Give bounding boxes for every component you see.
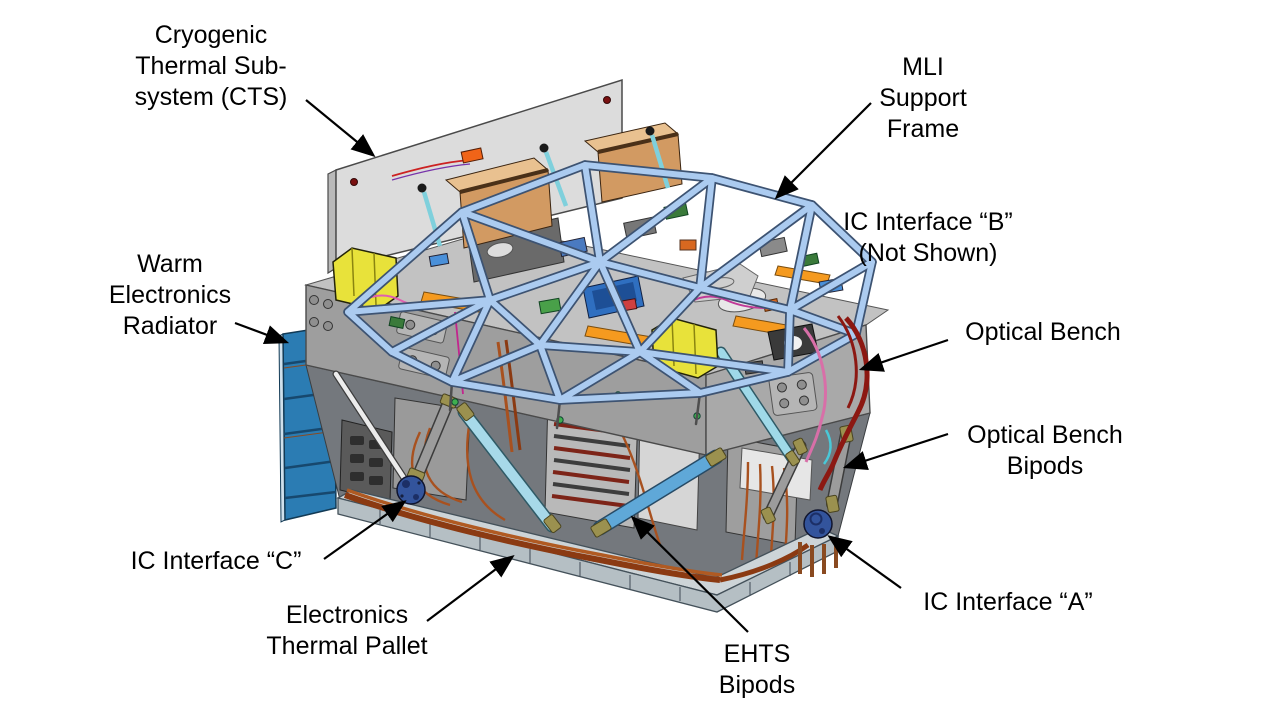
instrument-block xyxy=(486,242,514,258)
arrow-optical-bench-bipods xyxy=(842,432,949,470)
arrow-wer xyxy=(234,321,290,344)
label-line: Support xyxy=(879,84,967,112)
label-line: Frame xyxy=(886,115,960,143)
label-line: IC Interface “C” xyxy=(130,547,302,575)
label-ic-interface-c: IC Interface “C” xyxy=(131,546,302,577)
label-line: Thermal Pallet xyxy=(266,632,428,660)
label-line: Bipods xyxy=(718,671,796,699)
label-line: Electronics xyxy=(285,601,409,629)
label-line: Radiator xyxy=(122,312,218,340)
arrow-cts xyxy=(305,99,376,158)
label-line: Cryogenic xyxy=(154,21,268,49)
label-cts: Cryogenic Thermal Sub- system (CTS) xyxy=(135,20,288,113)
label-line: MLI xyxy=(902,53,944,81)
label-line: EHTS xyxy=(723,640,791,668)
bolt-plate xyxy=(768,372,818,416)
label-line: Optical Bench xyxy=(967,421,1123,449)
corner-bolts xyxy=(309,295,333,331)
gray-bipod-strut xyxy=(411,396,454,485)
arrow-ic-a xyxy=(827,535,902,589)
label-mli: MLI Support Frame xyxy=(879,52,967,145)
arrow-etp xyxy=(426,555,515,622)
label-line: Electronics xyxy=(108,281,232,309)
arrow-optical-bench xyxy=(858,338,949,372)
ic-interface-c-disc xyxy=(396,475,426,505)
pink-wire xyxy=(689,295,767,309)
annotation-arrows xyxy=(234,99,949,633)
label-optical-bench: Optical Bench xyxy=(965,317,1121,348)
ehts-heat-pipe-bundle xyxy=(343,488,810,583)
panel-bolt xyxy=(350,178,358,186)
ehts-bipod-strut xyxy=(594,451,722,534)
arrow-mli xyxy=(774,102,872,200)
copper-studs xyxy=(798,540,838,577)
label-line: (Not Shown) xyxy=(858,239,998,267)
label-warm-electronics-radiator: Warm Electronics Radiator xyxy=(109,249,231,342)
label-line: Optical Bench xyxy=(965,318,1121,346)
label-optical-bench-bipods: Optical Bench Bipods xyxy=(967,420,1123,482)
panel-bolt xyxy=(603,96,611,104)
ic-interface-a-disc xyxy=(803,509,833,539)
label-line: Thermal Sub- xyxy=(135,52,287,80)
ehts-bipod-strut xyxy=(459,407,557,531)
label-line: Warm xyxy=(137,250,203,278)
label-ic-interface-b: IC Interface “B” (Not Shown) xyxy=(843,207,1013,269)
label-line: system (CTS) xyxy=(134,83,288,111)
label-electronics-thermal-pallet: Electronics Thermal Pallet xyxy=(266,600,427,662)
panel-wire xyxy=(391,147,484,181)
label-line: IC Interface “A” xyxy=(923,588,1093,616)
pallet-segments xyxy=(379,510,791,601)
label-ehts-bipods: EHTS Bipods xyxy=(719,639,795,701)
label-line: Bipods xyxy=(1006,452,1084,480)
arrow-ehts xyxy=(630,515,749,633)
brace-strut xyxy=(333,371,407,481)
ehts-bipod-strut xyxy=(717,348,797,464)
label-line: IC Interface “B” xyxy=(843,208,1013,236)
sensor-rod xyxy=(645,126,671,189)
arrow-ic-c xyxy=(323,500,407,560)
label-ic-interface-a: IC Interface “A” xyxy=(923,587,1093,618)
